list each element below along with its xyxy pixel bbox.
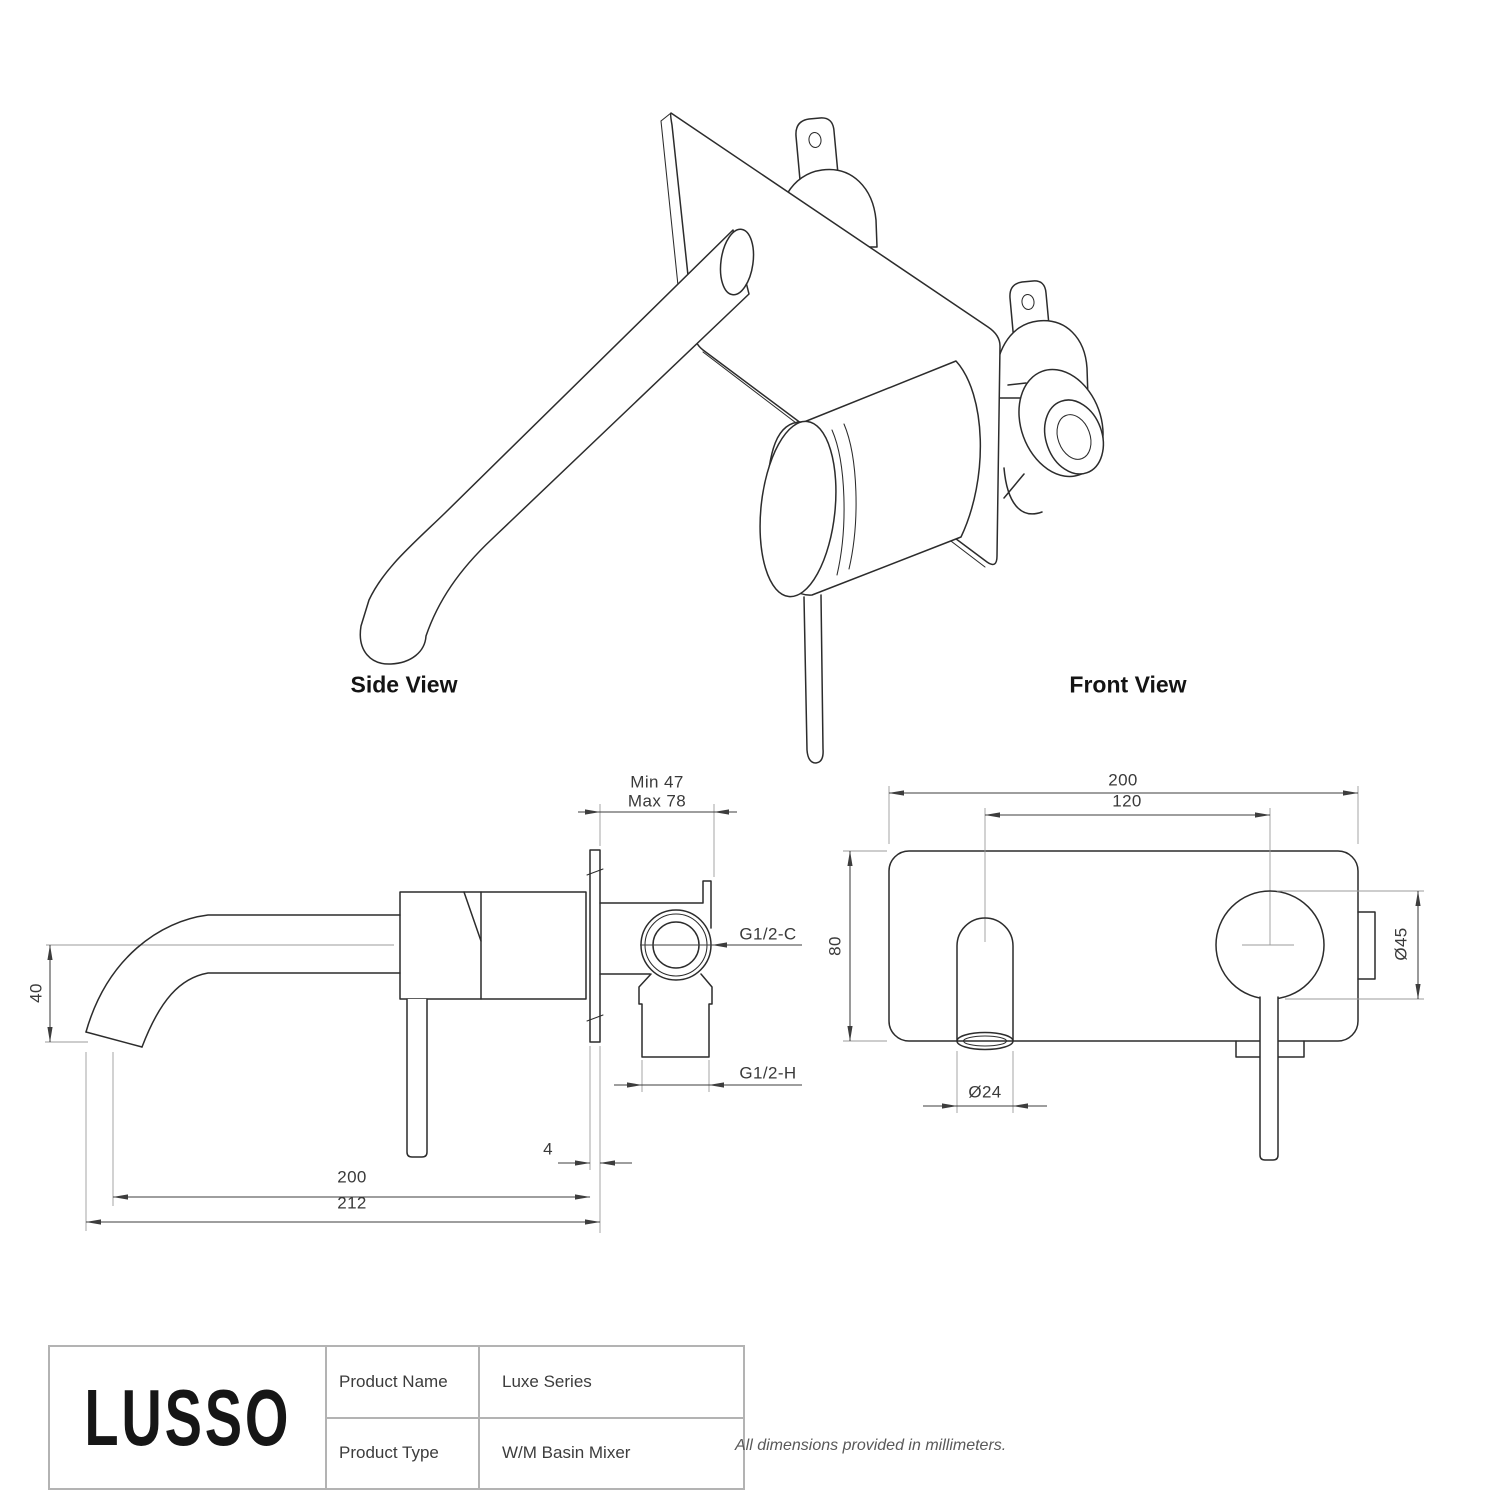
dim-label-handle-diameter: Ø45 — [1391, 927, 1411, 961]
dim-label-hot-connection: G1/2-H — [739, 1063, 797, 1083]
dim-label-overall-projection: 212 — [337, 1193, 367, 1213]
title-block-fields: Product Name Luxe Series Product Type W/… — [327, 1347, 743, 1488]
dim-label-plate-thickness: 4 — [543, 1139, 553, 1159]
dim-label-plate-width: 200 — [1108, 770, 1138, 790]
front-view-drawing — [843, 786, 1424, 1161]
product-name-label: Product Name — [327, 1347, 480, 1417]
title-block: LUSSO Product Name Luxe Series Product T… — [48, 1345, 745, 1490]
dim-label-plate-height: 80 — [825, 936, 845, 956]
dim-label-cold-connection: G1/2-C — [739, 924, 797, 944]
dimensions-footnote: All dimensions provided in millimeters. — [735, 1437, 1007, 1454]
brand-logo: LUSSO — [84, 1372, 291, 1462]
product-type-value: W/M Basin Mixer — [502, 1443, 631, 1463]
brand-logo-cell: LUSSO — [50, 1347, 327, 1488]
dim-label-min-depth: Min 47 — [630, 772, 684, 792]
front-view-title: Front View — [1069, 671, 1187, 698]
product-type-label: Product Type — [327, 1418, 480, 1488]
side-view-drawing — [45, 804, 802, 1233]
table-row: Product Name Luxe Series — [327, 1347, 743, 1419]
dim-label-spout-drop: 40 — [26, 983, 46, 1003]
dim-label-spout-reach: 200 — [337, 1167, 367, 1187]
table-row: Product Type W/M Basin Mixer — [327, 1418, 743, 1488]
dim-label-spout-diameter: Ø24 — [968, 1082, 1002, 1102]
side-view-title: Side View — [350, 671, 458, 698]
product-name-value: Luxe Series — [502, 1371, 592, 1391]
isometric-view-drawing — [359, 112, 1105, 764]
dim-label-max-depth: Max 78 — [627, 791, 687, 811]
dim-label-centres: 120 — [1112, 791, 1142, 811]
